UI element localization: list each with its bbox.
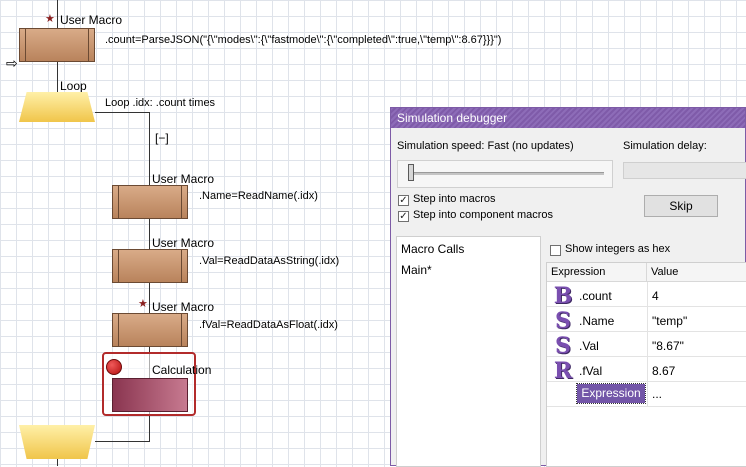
macro-calls-panel: Macro Calls Main*	[396, 236, 541, 467]
simulation-debugger-window: Simulation debugger Simulation speed: Fa…	[390, 107, 746, 467]
real-type-icon: R	[553, 358, 573, 384]
variable-name[interactable]: .Val	[579, 339, 599, 353]
delay-input[interactable]	[623, 162, 746, 179]
slider-thumb[interactable]	[408, 164, 414, 181]
macro-calls-header: Macro Calls	[401, 242, 465, 256]
variable-name[interactable]: .fVal	[579, 364, 603, 378]
speed-slider[interactable]	[397, 160, 613, 188]
slider-track	[408, 172, 604, 175]
column-header-expression[interactable]: Expression	[547, 263, 647, 282]
byte-type-icon: B	[553, 283, 573, 309]
block-code-readfloat: .fVal=ReadDataAsFloat(.idx)	[199, 319, 338, 331]
new-expression-value[interactable]: ...	[652, 387, 663, 401]
delay-label: Simulation delay:	[623, 140, 707, 152]
flow-line-main	[57, 0, 58, 30]
block-code-parse: .count=ParseJSON("{\"modes\":{\"fastmode…	[105, 34, 502, 46]
macro-breakpoint-star-icon: ★	[45, 13, 55, 25]
block-code-readstring: .Val=ReadDataAsString(.idx)	[199, 255, 340, 267]
variable-name[interactable]: .Name	[579, 314, 615, 328]
calculation-block[interactable]	[112, 378, 188, 412]
show-hex-checkbox[interactable]	[550, 245, 561, 256]
flow-line-1	[57, 62, 58, 94]
macro-call-item[interactable]: Main*	[401, 263, 432, 277]
debugger-title[interactable]: Simulation debugger	[391, 108, 745, 128]
variable-value[interactable]: "temp"	[652, 314, 688, 328]
variable-name[interactable]: .count	[579, 289, 612, 303]
block-code-readname: .Name=ReadName(.idx)	[199, 190, 318, 202]
variable-value[interactable]: "8.67"	[652, 339, 684, 353]
show-hex-label: Show integers as hex	[565, 243, 671, 255]
row-divider	[547, 406, 746, 407]
loop-block-bottom[interactable]	[19, 425, 95, 459]
row-divider	[547, 356, 746, 357]
block-label-user-macro-2: User Macro	[152, 172, 215, 186]
new-expression-cell[interactable]: Expression	[576, 383, 646, 404]
row-divider	[547, 381, 746, 382]
collapse-toggle[interactable]: [−]	[155, 131, 169, 145]
variable-value[interactable]: 4	[652, 289, 659, 303]
user-macro-block-readfloat[interactable]	[112, 313, 188, 347]
skip-button[interactable]: Skip	[644, 195, 718, 217]
column-header-value[interactable]: Value	[647, 263, 746, 282]
row-divider	[547, 306, 746, 307]
block-label-calculation: Calculation	[152, 363, 212, 377]
loop-return-line	[95, 441, 150, 442]
column-divider	[647, 282, 648, 406]
watch-grid: Expression Value B .count 4 S .Name "tem…	[546, 262, 746, 467]
loop-block-top[interactable]	[19, 92, 95, 122]
block-code-loop: Loop .idx: .count times	[105, 97, 216, 109]
block-label-user-macro-3: User Macro	[152, 236, 215, 250]
step-into-macros-label: Step into macros	[413, 193, 496, 205]
user-macro-block-parse[interactable]	[19, 28, 95, 62]
block-label-user-macro-4: User Macro	[152, 300, 215, 314]
step-into-components-label: Step into component macros	[413, 209, 554, 221]
flow-line-bottom	[57, 459, 58, 466]
user-macro-block-readstring[interactable]	[112, 249, 188, 283]
variable-value[interactable]: 8.67	[652, 364, 676, 378]
string-type-icon: S	[555, 333, 571, 359]
breakpoint-dot-icon[interactable]	[106, 359, 122, 375]
speed-label: Simulation speed: Fast (no updates)	[397, 140, 574, 152]
step-into-macros-checkbox[interactable]: ✓	[398, 195, 409, 206]
loop-branch-line	[95, 112, 149, 113]
current-position-arrow-icon: ⇨	[6, 55, 18, 71]
step-into-components-checkbox[interactable]: ✓	[398, 211, 409, 222]
block-label-user-macro-1: User Macro	[60, 13, 123, 27]
block-label-loop: Loop	[60, 79, 87, 93]
string-type-icon: S	[555, 308, 571, 334]
row-divider	[547, 331, 746, 332]
user-macro-block-readname[interactable]	[112, 185, 188, 219]
macro-breakpoint-star-icon-2: ★	[138, 298, 148, 310]
